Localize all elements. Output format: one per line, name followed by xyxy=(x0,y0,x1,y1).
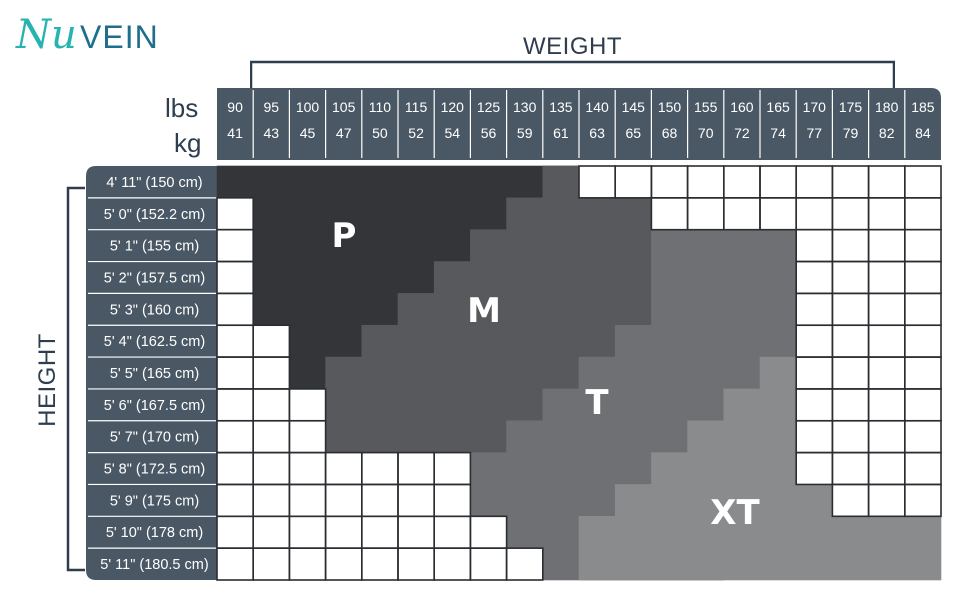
zone-xt-cells xyxy=(687,420,797,453)
zone-xt-cells xyxy=(759,356,797,390)
zone-p-cells xyxy=(252,261,435,294)
weight-kg-63: 63 xyxy=(589,125,605,141)
zone-p-cells xyxy=(252,293,399,326)
weight-lbs-120: 120 xyxy=(441,99,465,115)
height-row-label: 4' 11" (150 cm) xyxy=(106,175,202,191)
zone-m-cells xyxy=(325,356,580,390)
unit-label-kg: kg xyxy=(174,128,202,158)
zone-xt-cells xyxy=(578,516,942,549)
height-row-label: 5' 4" (162.5 cm) xyxy=(104,334,205,350)
height-row-label: 5' 6" (167.5 cm) xyxy=(104,398,205,414)
svg-text:VEIN: VEIN xyxy=(80,19,159,55)
weight-kg-84: 84 xyxy=(915,125,931,141)
weight-kg-79: 79 xyxy=(843,125,859,141)
zone-m-cells xyxy=(470,229,652,262)
zone-t-cells xyxy=(651,293,797,326)
weight-kg-59: 59 xyxy=(517,125,533,141)
weight-lbs-180: 180 xyxy=(875,99,899,115)
weight-lbs-125: 125 xyxy=(477,99,501,115)
height-row-label: 5' 11" (180.5 cm) xyxy=(100,557,208,573)
zone-xt-cells xyxy=(723,388,797,422)
height-row-label: 5' 1" (155 cm) xyxy=(110,239,199,255)
weight-lbs-95: 95 xyxy=(264,99,280,115)
weight-lbs-150: 150 xyxy=(658,99,682,115)
zone-m-cells xyxy=(325,388,544,422)
weight-kg-50: 50 xyxy=(372,125,388,141)
weight-lbs-145: 145 xyxy=(622,99,646,115)
zone-label-xt: XT xyxy=(710,493,760,533)
weight-lbs-115: 115 xyxy=(405,99,428,115)
weight-kg-54: 54 xyxy=(445,125,461,141)
weight-axis-title: WEIGHT xyxy=(523,33,622,60)
zone-m-cells xyxy=(397,293,652,326)
zone-t-cells xyxy=(614,324,797,358)
weight-lbs-170: 170 xyxy=(803,99,827,115)
height-row-label: 5' 7" (170 cm) xyxy=(110,430,199,446)
zone-p-cells xyxy=(252,229,471,262)
zone-xt-cells xyxy=(614,484,833,517)
weight-lbs-110: 110 xyxy=(369,99,392,115)
zone-m-cells xyxy=(506,197,652,230)
weight-kg-45: 45 xyxy=(300,125,316,141)
zone-xt-cells xyxy=(578,547,942,581)
zone-m-cells xyxy=(361,324,616,358)
zone-p-cells xyxy=(289,324,363,358)
height-row-label: 5' 2" (157.5 cm) xyxy=(104,270,205,286)
zone-p-cells xyxy=(216,165,580,199)
weight-kg-56: 56 xyxy=(481,125,497,141)
zone-m-cells xyxy=(542,165,580,199)
height-row-label: 5' 0" (152.2 cm) xyxy=(104,207,205,223)
weight-lbs-160: 160 xyxy=(730,99,754,115)
weight-lbs-185: 185 xyxy=(911,99,935,115)
unit-label-lbs: lbs xyxy=(165,93,199,123)
zone-p-cells xyxy=(252,197,507,230)
weight-kg-77: 77 xyxy=(807,125,823,141)
height-bracket xyxy=(66,186,85,572)
zone-p-cells xyxy=(289,356,326,390)
weight-kg-82: 82 xyxy=(879,125,895,141)
nuvein-logo: Nu VEIN xyxy=(14,8,194,58)
weight-lbs-155: 155 xyxy=(694,99,718,115)
zone-xt-cells xyxy=(651,452,797,485)
weight-kg-61: 61 xyxy=(553,125,569,141)
grid-cell xyxy=(505,547,544,581)
weight-lbs-175: 175 xyxy=(839,99,863,115)
weight-lbs-105: 105 xyxy=(332,99,356,115)
zone-label-p: P xyxy=(332,216,357,256)
zone-t-cells xyxy=(651,229,797,262)
weight-kg-65: 65 xyxy=(626,125,642,141)
zone-m-cells xyxy=(325,420,507,453)
weight-lbs-90: 90 xyxy=(227,99,243,115)
weight-kg-41: 41 xyxy=(227,125,243,141)
weight-kg-70: 70 xyxy=(698,125,714,141)
height-header-column xyxy=(86,166,217,580)
height-row-label: 5' 5" (165 cm) xyxy=(110,366,199,382)
zone-label-t: T xyxy=(585,383,609,423)
weight-kg-52: 52 xyxy=(408,125,424,141)
weight-kg-43: 43 xyxy=(264,125,280,141)
grid-cell xyxy=(903,483,942,518)
height-row-label: 5' 9" (175 cm) xyxy=(110,493,199,509)
height-row-label: 5' 3" (160 cm) xyxy=(110,302,199,318)
weight-lbs-100: 100 xyxy=(296,99,320,115)
weight-kg-47: 47 xyxy=(336,125,352,141)
weight-bracket xyxy=(250,60,895,88)
zone-t-cells xyxy=(651,261,797,294)
weight-lbs-165: 165 xyxy=(766,99,790,115)
weight-kg-74: 74 xyxy=(770,125,786,141)
height-row-label: 5' 8" (172.5 cm) xyxy=(104,462,205,478)
zone-label-m: M xyxy=(467,291,501,331)
weight-lbs-135: 135 xyxy=(549,99,573,115)
weight-lbs-130: 130 xyxy=(513,99,537,115)
height-row-label: 5' 10" (178 cm) xyxy=(106,525,203,541)
weight-lbs-140: 140 xyxy=(585,99,609,115)
weight-kg-68: 68 xyxy=(662,125,678,141)
zone-m-cells xyxy=(433,261,652,294)
weight-kg-72: 72 xyxy=(734,125,750,141)
svg-text:Nu: Nu xyxy=(15,12,77,58)
